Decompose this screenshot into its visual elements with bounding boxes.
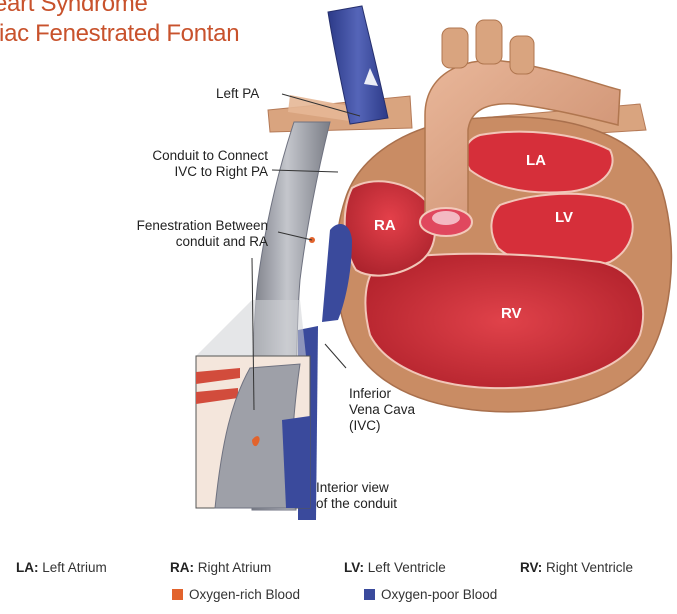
interior-view-label: Interior view of the conduit [316,480,397,512]
oxygen-poor-label: Oxygen-poor Blood [381,587,497,602]
oxygen-rich-swatch [172,589,183,600]
conduit-label-line-2: IVC to Right PA [90,164,268,180]
abbr-rv-text: Right Ventricle [542,560,633,575]
interior-view-label-line-1: Interior view [316,480,397,496]
abbr-lv-text: Left Ventricle [364,560,446,575]
abbr-lv: LV: Left Ventricle [344,560,446,575]
ivc-label-line-3: (IVC) [349,418,415,434]
fenestration-label-line-2: conduit and RA [70,234,268,250]
left-pa-label: Left PA [216,86,259,102]
chamber-label-lv: LV [555,210,573,226]
abbr-ra: RA: Right Atrium [170,560,271,575]
abbr-la: LA: Left Atrium [16,560,107,575]
abbr-la-text: Left Atrium [39,560,107,575]
ivc-label-line-2: Vena Cava [349,402,415,418]
abbr-ra-key: RA: [170,560,194,575]
legend-oxygen-rich: Oxygen-rich Blood [172,587,300,602]
ivc-label: Inferior Vena Cava (IVC) [349,386,415,434]
abbr-ra-text: Right Atrium [194,560,271,575]
chamber-label-la: LA [526,153,546,169]
fenestration-label-line-1: Fenestration Between [70,218,268,234]
fenestration-label: Fenestration Between conduit and RA [70,218,268,250]
abbr-la-key: LA: [16,560,39,575]
title-line-1: eart Syndrome [0,0,148,18]
chamber-label-rv: RV [501,306,522,322]
conduit-label-line-1: Conduit to Connect [90,148,268,164]
abbr-rv-key: RV: [520,560,542,575]
interior-view-label-line-2: of the conduit [316,496,397,512]
oxygen-poor-swatch [364,589,375,600]
title-line-2: liac Fenestrated Fontan [0,20,239,48]
legend-oxygen-poor: Oxygen-poor Blood [364,587,497,602]
abbr-rv: RV: Right Ventricle [520,560,633,575]
ivc-label-line-1: Inferior [349,386,415,402]
abbr-lv-key: LV: [344,560,364,575]
conduit-label: Conduit to Connect IVC to Right PA [90,148,268,180]
oxygen-rich-label: Oxygen-rich Blood [189,587,300,602]
chamber-label-ra: RA [374,218,396,234]
